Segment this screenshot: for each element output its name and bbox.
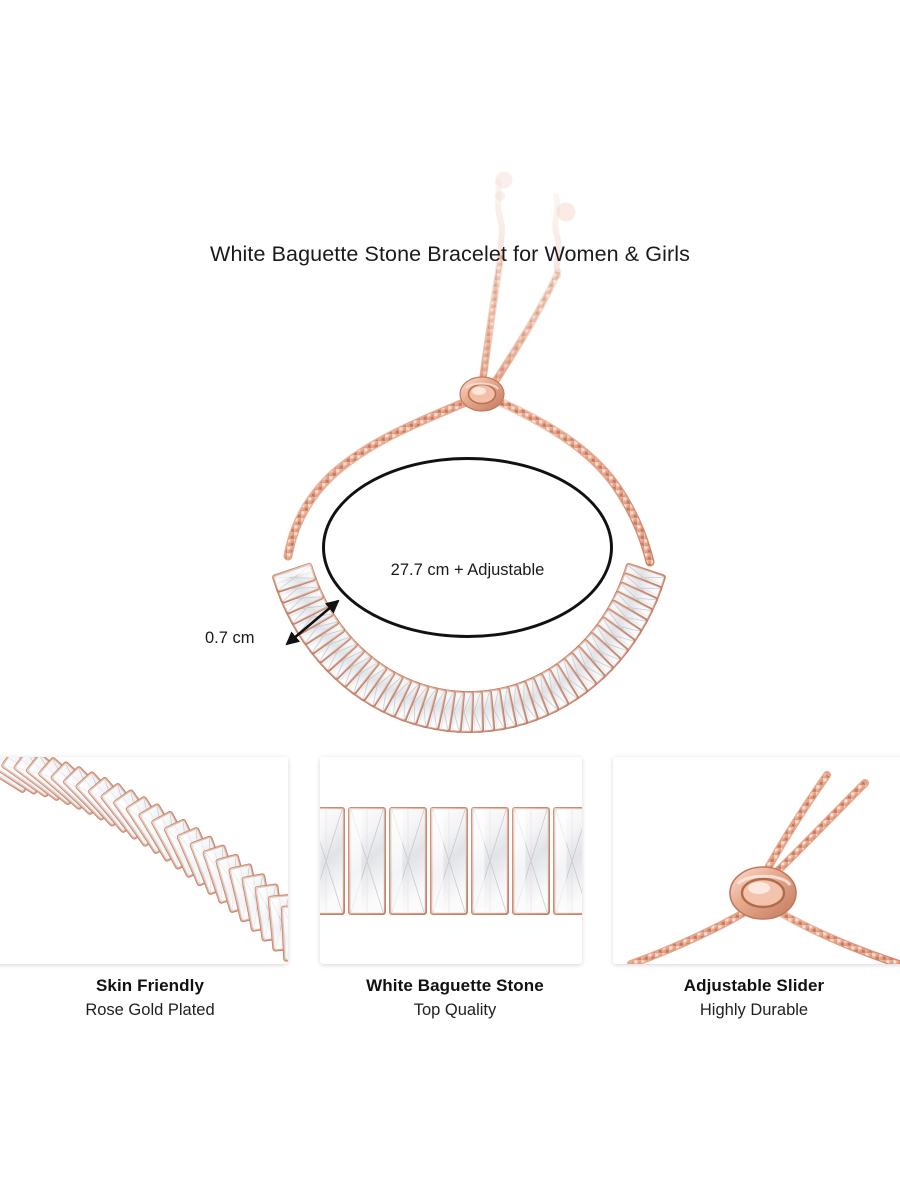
upper-chain-tails bbox=[495, 171, 576, 279]
length-measure-label: 27.7 cm + Adjustable bbox=[390, 561, 545, 579]
diagonal-stone-row-image bbox=[0, 757, 288, 964]
stone-closeup-image bbox=[320, 757, 582, 964]
feature-panel-skin-friendly bbox=[0, 757, 288, 964]
bracelet-product-image bbox=[272, 171, 666, 734]
feature-caption-adjustable-slider: Adjustable Slider Highly Durable bbox=[608, 975, 900, 1023]
width-measure-arrow bbox=[285, 599, 340, 646]
width-measure-label: 0.7 cm bbox=[205, 629, 255, 647]
feature-title: Skin Friendly bbox=[95, 976, 205, 995]
feature-title: Adjustable Slider bbox=[683, 976, 825, 995]
slider-bead bbox=[459, 376, 505, 412]
feature-subtitle: Rose Gold Plated bbox=[85, 1000, 215, 1019]
length-measure-ellipse bbox=[322, 457, 613, 638]
feature-subtitle: Highly Durable bbox=[699, 1000, 809, 1019]
hero-section: White Baguette Stone Bracelet for Women … bbox=[205, 171, 690, 734]
feature-panel-adjustable-slider bbox=[613, 757, 900, 964]
feature-title: White Baguette Stone bbox=[366, 976, 544, 995]
feature-caption-white-baguette-stone: White Baguette Stone Top Quality bbox=[310, 975, 600, 1023]
slider-chain-tails bbox=[479, 251, 562, 386]
page-title: White Baguette Stone Bracelet for Women … bbox=[210, 242, 690, 267]
feature-subtitle: Top Quality bbox=[413, 1000, 497, 1019]
slider-bead-closeup bbox=[729, 866, 797, 920]
feature-panel-white-baguette-stone bbox=[320, 757, 582, 964]
feature-panels: Skin Friendly Rose Gold Plated White Bag… bbox=[0, 757, 900, 1047]
bracelet-chain-loop bbox=[283, 395, 655, 567]
slider-closeup-image bbox=[613, 757, 900, 964]
feature-caption-skin-friendly: Skin Friendly Rose Gold Plated bbox=[0, 975, 300, 1023]
